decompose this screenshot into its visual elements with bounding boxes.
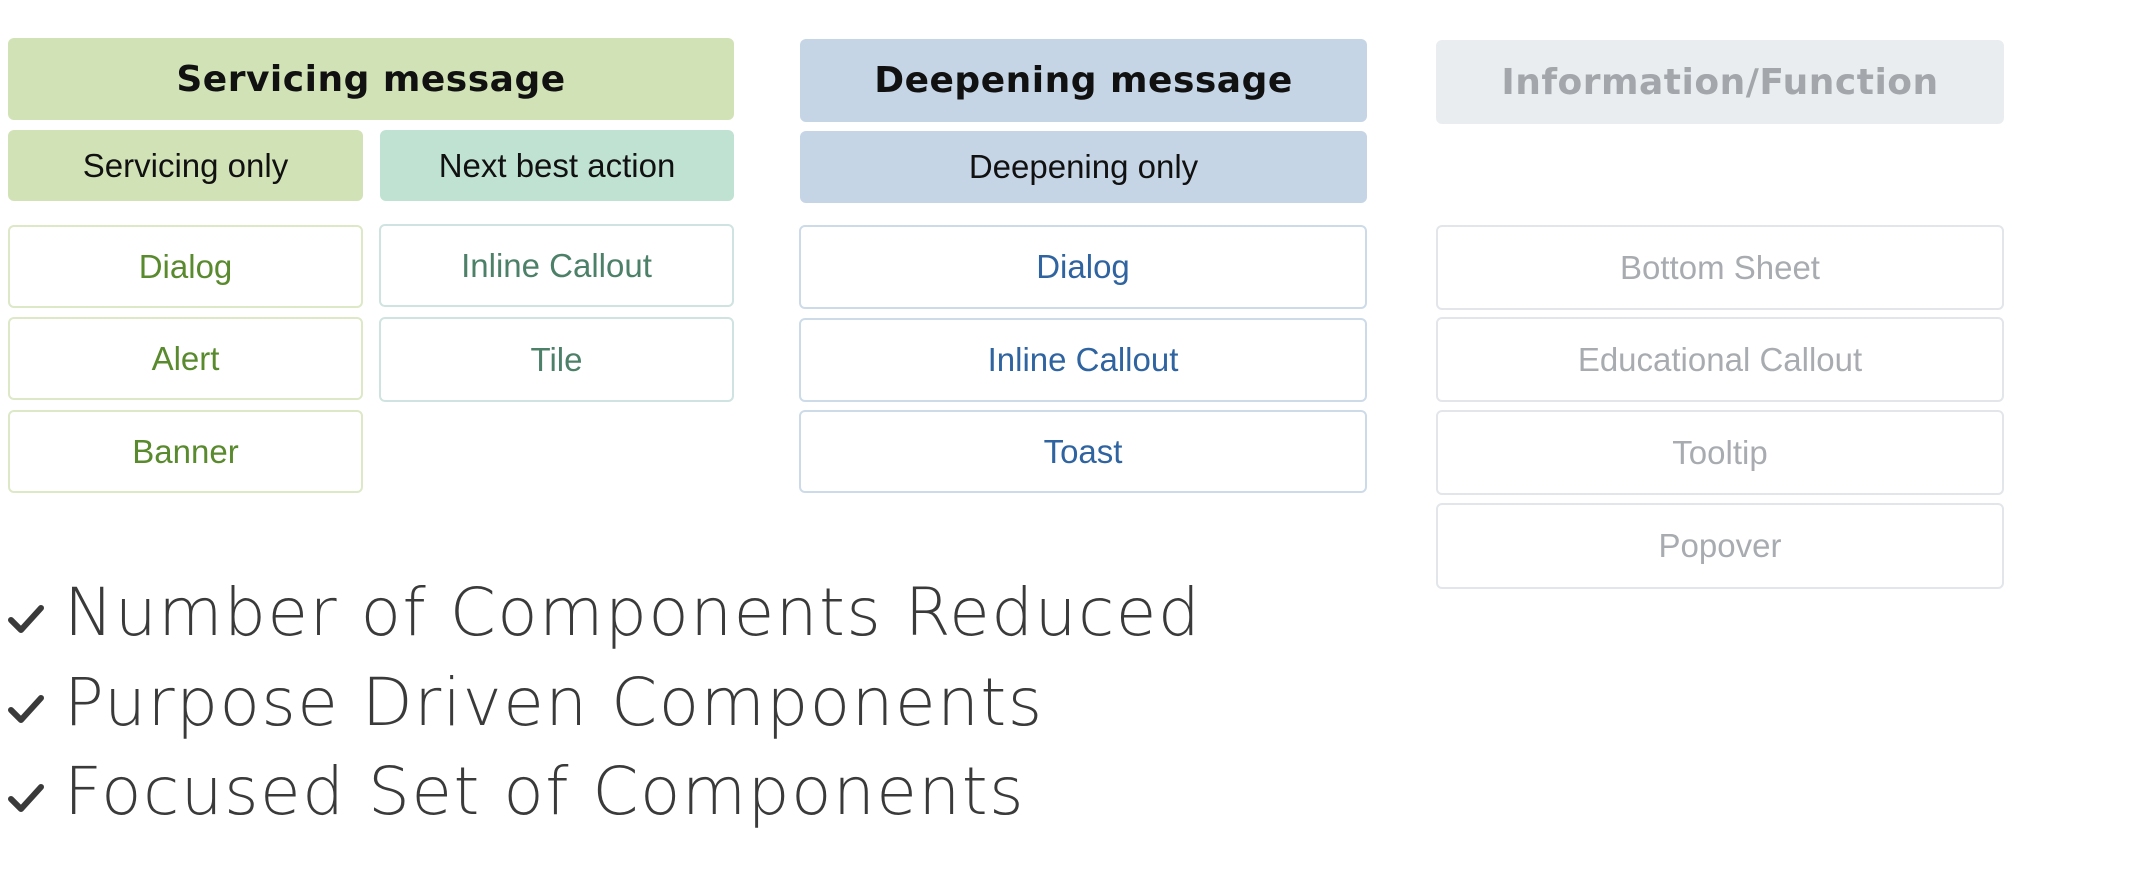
benefit-text: Number of Components Reduced xyxy=(64,573,1202,651)
checkmark-icon xyxy=(8,784,44,812)
benefit-text: Focused Set of Components xyxy=(64,752,1025,830)
benefit-item-3: Focused Set of Components xyxy=(6,751,1025,831)
servicing-banner-card: Banner xyxy=(8,410,363,493)
information-function-header: Information/Function xyxy=(1436,40,2004,124)
benefit-item-1: Number of Components Reduced xyxy=(6,572,1201,652)
bottom-sheet-card: Bottom Sheet xyxy=(1436,225,2004,310)
servicing-only-label: Servicing only xyxy=(8,130,363,201)
benefit-text: Purpose Driven Components xyxy=(64,663,1044,741)
deepening-dialog-card: Dialog xyxy=(799,225,1367,309)
deepening-only-label: Deepening only xyxy=(800,131,1367,203)
servicing-alert-card: Alert xyxy=(8,317,363,400)
checkmark-icon xyxy=(8,605,44,633)
servicing-dialog-card: Dialog xyxy=(8,225,363,308)
deepening-toast-card: Toast xyxy=(799,410,1367,493)
servicing-tile-card: Tile xyxy=(379,317,734,402)
educational-callout-card: Educational Callout xyxy=(1436,317,2004,402)
next-best-action-label: Next best action xyxy=(380,130,734,201)
servicing-inline-callout-card: Inline Callout xyxy=(379,224,734,307)
checkmark-icon xyxy=(8,695,44,723)
benefit-item-2: Purpose Driven Components xyxy=(6,662,1044,742)
tooltip-card: Tooltip xyxy=(1436,410,2004,495)
deepening-inline-callout-card: Inline Callout xyxy=(799,318,1367,402)
deepening-message-header: Deepening message xyxy=(800,39,1367,122)
popover-card: Popover xyxy=(1436,503,2004,589)
servicing-message-header: Servicing message xyxy=(8,38,734,120)
